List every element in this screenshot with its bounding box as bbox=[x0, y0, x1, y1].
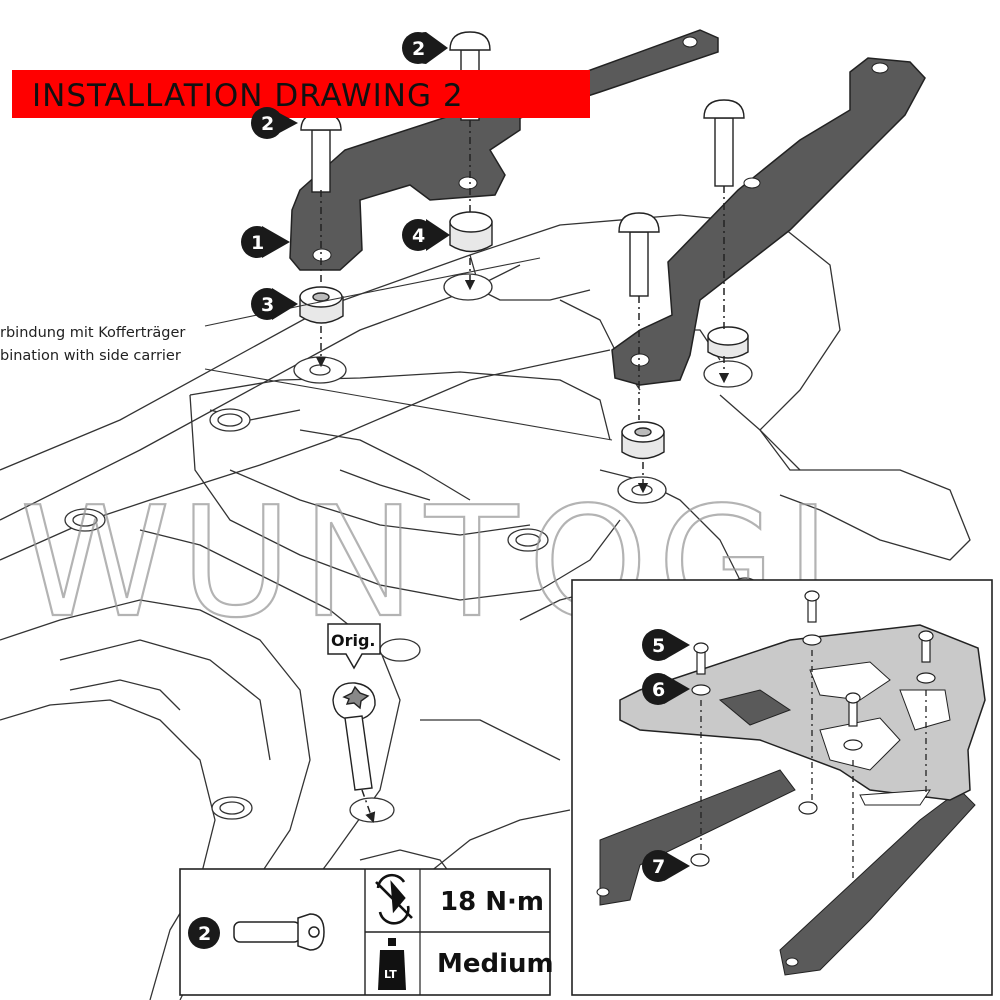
svg-text:4: 4 bbox=[412, 225, 425, 247]
right-rack-bracket bbox=[611, 57, 926, 386]
left-rack-bracket bbox=[289, 29, 719, 271]
callout-4: 4 bbox=[402, 219, 450, 251]
spec-box: 2 18 N·m LT Medium bbox=[179, 868, 554, 996]
spec-bolt-icon bbox=[233, 913, 325, 951]
banner-title: INSTALLATION DRAWING 2 bbox=[32, 78, 464, 114]
top-plate-inset: 5 6 7 bbox=[571, 579, 993, 996]
callout-3: 3 bbox=[251, 288, 298, 320]
torque-icon bbox=[375, 873, 413, 925]
alignment-lines bbox=[315, 120, 730, 823]
spec-part-badge: 2 bbox=[188, 917, 220, 949]
note-line-1: rbindung mit Kofferträger bbox=[0, 325, 185, 341]
torque-value: 18 N·m bbox=[440, 887, 544, 917]
svg-text:3: 3 bbox=[261, 294, 274, 316]
title-banner: INSTALLATION DRAWING 2 bbox=[12, 70, 590, 118]
svg-text:5: 5 bbox=[652, 635, 665, 657]
callout-6: 6 bbox=[642, 673, 690, 705]
callout-badges: 2 2 1 4 3 bbox=[241, 32, 450, 320]
callout-7: 7 bbox=[642, 850, 690, 882]
svg-text:2: 2 bbox=[261, 113, 274, 135]
svg-text:Orig.: Orig. bbox=[331, 631, 376, 650]
callout-1: 1 bbox=[241, 226, 290, 258]
threadlock-icon: LT bbox=[378, 938, 406, 990]
svg-text:7: 7 bbox=[652, 856, 665, 878]
svg-text:2: 2 bbox=[198, 923, 211, 945]
svg-text:1: 1 bbox=[251, 232, 264, 254]
threadlock-value: Medium bbox=[437, 949, 554, 979]
callout-5: 5 bbox=[642, 629, 690, 661]
svg-text:LT: LT bbox=[384, 968, 397, 981]
callout-2-left: 2 bbox=[251, 107, 298, 139]
note-leader-lines bbox=[204, 257, 613, 441]
orig-tag: Orig. bbox=[327, 623, 381, 670]
svg-text:6: 6 bbox=[652, 679, 665, 701]
note-line-2: bination with side carrier bbox=[0, 348, 181, 364]
callout-2-top: 2 bbox=[402, 32, 448, 64]
svg-text:2: 2 bbox=[412, 38, 425, 60]
